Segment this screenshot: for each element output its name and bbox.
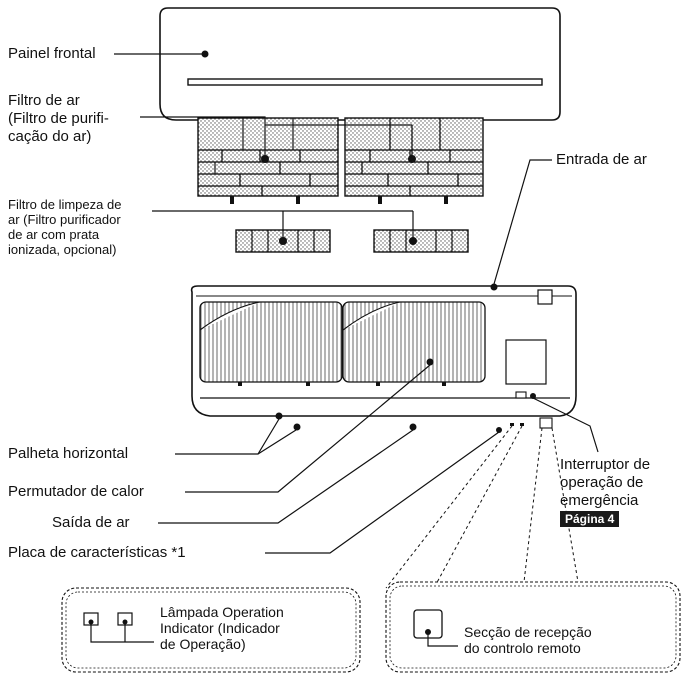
label-operation-lamp: Lâmpada Operation Indicator (Indicador d… bbox=[160, 604, 284, 652]
flap-point-2 bbox=[293, 423, 301, 431]
label-air-outlet: Saída de ar bbox=[52, 514, 130, 531]
front-panel bbox=[159, 7, 561, 121]
label-air-filter: Filtro de ar (Filtro de purifi- cação do… bbox=[8, 92, 109, 145]
label-nameplate: Placa de características *1 bbox=[8, 544, 186, 561]
callout-dashed-lines bbox=[385, 425, 579, 589]
label-air-inlet: Entrada de ar bbox=[556, 151, 647, 168]
cleaning-filter-right bbox=[373, 229, 469, 253]
air-inlet-point bbox=[490, 283, 498, 291]
air-outlet-point bbox=[409, 423, 417, 431]
emergency-switch-point bbox=[530, 393, 536, 399]
label-heat-exchanger: Permutador de calor bbox=[8, 483, 144, 500]
air-filter-right bbox=[344, 117, 484, 204]
callout-box-lamp bbox=[61, 587, 361, 673]
front-panel-point bbox=[201, 50, 209, 58]
nameplate-point bbox=[496, 427, 502, 433]
label-emergency-switch: Interruptor de operação de emergência bbox=[560, 456, 651, 509]
cleaning-filter-left bbox=[235, 229, 331, 253]
air-filter-left bbox=[197, 117, 339, 204]
label-cleaning-filter: Filtro de limpeza de ar (Filtro purifica… bbox=[8, 197, 122, 257]
label-horizontal-flap: Palheta horizontal bbox=[8, 445, 129, 462]
leader-lines bbox=[114, 53, 599, 554]
page-reference-badge[interactable]: Página 4 bbox=[560, 511, 620, 527]
label-remote-receiver: Secção de recepção do controlo remoto bbox=[464, 624, 592, 656]
indoor-unit-body bbox=[190, 283, 577, 433]
heat-exchanger-point bbox=[426, 358, 434, 366]
label-front-panel: Painel frontal bbox=[8, 45, 96, 62]
flap-point bbox=[275, 412, 283, 420]
callout-box-receiver bbox=[385, 581, 681, 673]
